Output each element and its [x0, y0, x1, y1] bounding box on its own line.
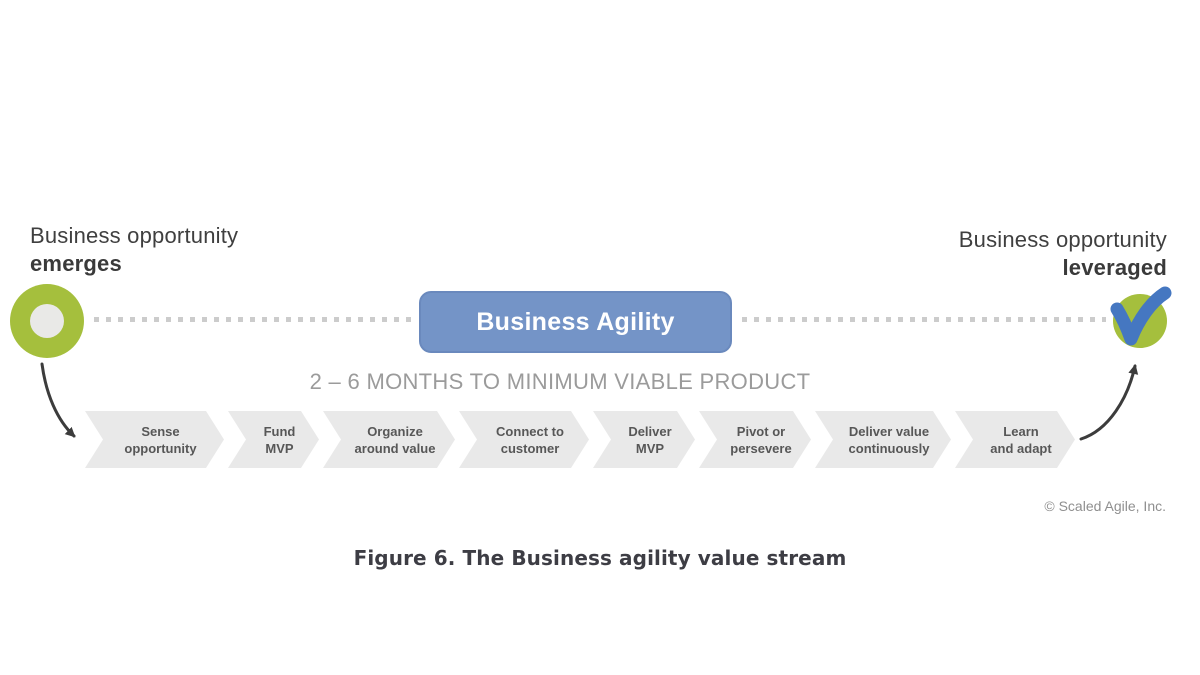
timeline-note: 2 – 6 MONTHS TO MINIMUM VIABLE PRODUCT [309, 369, 811, 394]
step-label-line: persevere [730, 440, 792, 456]
opportunity-start-circle-icon [10, 284, 84, 358]
step-label-line: Organize [367, 423, 423, 439]
step-label-line: Connect to [496, 423, 564, 439]
dotted-connector-right [742, 317, 1106, 322]
step-label-line: Sense [141, 423, 180, 439]
label-line-regular: Business opportunity [958, 227, 1167, 252]
label-line-bold: emerges [30, 251, 122, 276]
step-label-line: Learn [1003, 423, 1039, 439]
business-opportunity-leveraged-label: Business opportunity leveraged [959, 226, 1167, 282]
step-label-line: Deliver [628, 423, 672, 439]
business-agility-box: Business Agility [419, 291, 732, 353]
label-line-bold: leveraged [1062, 255, 1167, 280]
step-label-line: around value [354, 440, 436, 456]
step-label-line: Fund [263, 423, 296, 439]
step-label-line: Pivot or [736, 423, 786, 439]
step-label-line: Deliver value [848, 423, 930, 439]
step-label-line: customer [500, 440, 560, 456]
circle-inner-dot [30, 304, 64, 338]
label-line-regular: Business opportunity [30, 223, 239, 248]
business-opportunity-emerges-label: Business opportunity emerges [30, 222, 238, 278]
step-label-line: MVP [265, 440, 294, 456]
figure-caption: Figure 6. The Business agility value str… [353, 546, 847, 570]
step-label-line: opportunity [124, 440, 197, 456]
business-agility-label: Business Agility [476, 307, 675, 336]
dotted-connector-left [94, 317, 412, 322]
step-label-line: MVP [635, 440, 665, 456]
opportunity-end-circle-icon [1113, 294, 1167, 348]
step-label-line: and adapt [990, 440, 1052, 456]
step-label-line: continuously [848, 440, 930, 456]
copyright-notice: © Scaled Agile, Inc. [1044, 498, 1166, 514]
